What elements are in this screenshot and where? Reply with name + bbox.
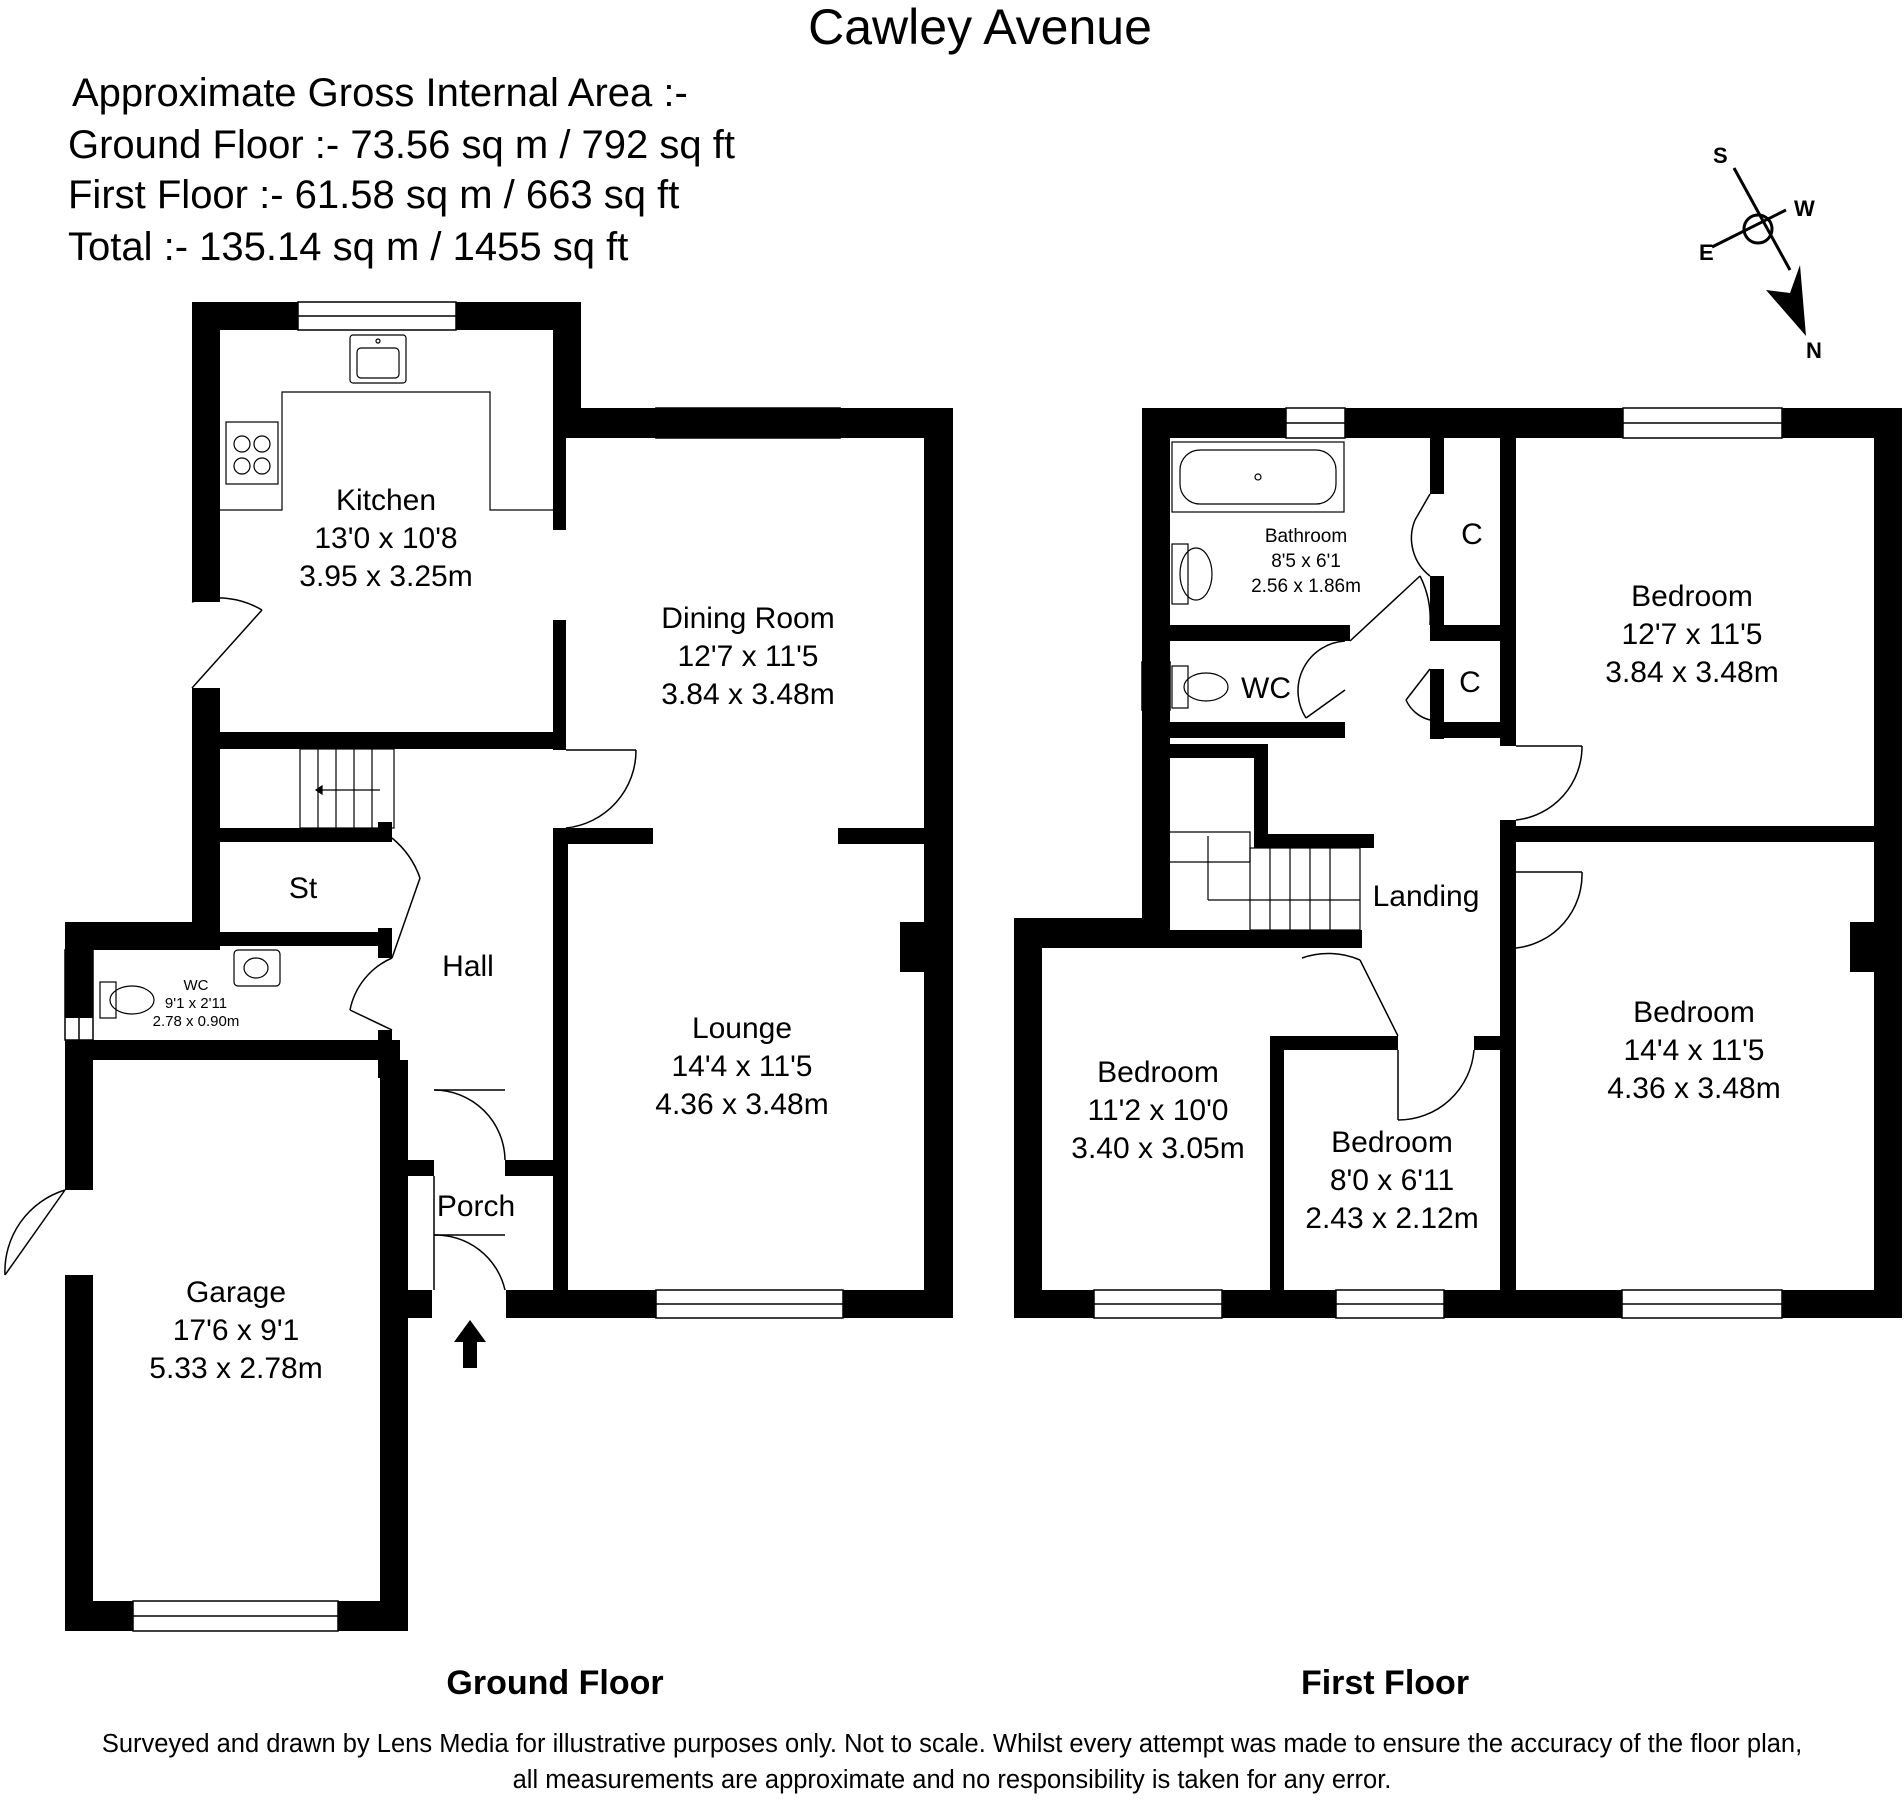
first-wc-label: WC bbox=[1241, 672, 1291, 705]
bedroom-left-label: Bedroom 11'2 x 10'0 3.40 x 3.05m bbox=[1071, 1056, 1244, 1165]
ground-floor-windows bbox=[64, 301, 844, 1632]
bedroom-top-right-label: Bedroom 12'7 x 11'5 3.84 x 3.48m bbox=[1605, 580, 1778, 689]
compass-s-label: S bbox=[1713, 143, 1728, 168]
ground-floor-caption: Ground Floor bbox=[446, 1664, 663, 1702]
area-first-floor: First Floor :- 61.58 sq m / 663 sq ft bbox=[68, 173, 679, 217]
area-heading: Approximate Gross Internal Area :- bbox=[72, 71, 688, 115]
dining-room-label: Dining Room 12'7 x 11'5 3.84 x 3.48m bbox=[661, 602, 834, 711]
landing-label: Landing bbox=[1373, 880, 1480, 913]
garage-dimensions-metric: 5.33 x 2.78m bbox=[149, 1352, 322, 1385]
ground-wc-dimensions-imperial: 9'1 x 2'11 bbox=[165, 995, 227, 1012]
bedroom-bottom-right-label: Bedroom 14'4 x 11'5 4.36 x 3.48m bbox=[1607, 996, 1780, 1105]
lounge-name: Lounge bbox=[692, 1012, 792, 1045]
bedroom-bottom-right-dimensions-imperial: 14'4 x 11'5 bbox=[1623, 1034, 1764, 1067]
toilet-icon bbox=[1171, 665, 1229, 709]
first-floor-plan: Bathroom 8'5 x 6'1 2.56 x 1.86m C C WC L… bbox=[1014, 407, 1902, 1319]
first-floor-windows bbox=[1093, 407, 1783, 1319]
first-floor-stairs bbox=[1170, 831, 1361, 931]
disclaimer-line-2: all measurements are approximate and no … bbox=[513, 1766, 1392, 1794]
bedroom-left-dimensions-imperial: 11'2 x 10'0 bbox=[1087, 1094, 1228, 1127]
dining-room-name: Dining Room bbox=[661, 602, 834, 635]
store-label: St bbox=[289, 872, 318, 905]
ground-wc-name: WC bbox=[184, 977, 209, 994]
ground-floor-stairs bbox=[299, 748, 395, 829]
garage-name: Garage bbox=[186, 1276, 286, 1309]
sink-icon bbox=[349, 334, 407, 384]
basin-icon bbox=[233, 949, 281, 987]
ground-floor-doors bbox=[4, 597, 637, 1291]
bedroom-top-right-dimensions-metric: 3.84 x 3.48m bbox=[1605, 656, 1778, 689]
ground-floor-plan: Kitchen 13'0 x 10'8 3.95 x 3.25m Dining … bbox=[4, 301, 953, 1632]
bathroom-name: Bathroom bbox=[1265, 526, 1347, 547]
bedroom-small-dimensions-metric: 2.43 x 2.12m bbox=[1305, 1202, 1478, 1235]
kitchen-label: Kitchen 13'0 x 10'8 3.95 x 3.25m bbox=[299, 484, 472, 593]
plan-title: Cawley Avenue bbox=[808, 0, 1152, 55]
bedroom-bottom-right-dimensions-metric: 4.36 x 3.48m bbox=[1607, 1072, 1780, 1105]
lounge-dimensions-metric: 4.36 x 3.48m bbox=[655, 1088, 828, 1121]
bedroom-top-right-dimensions-imperial: 12'7 x 11'5 bbox=[1621, 618, 1762, 651]
ground-wc-label: WC 9'1 x 2'11 2.78 x 0.90m bbox=[153, 977, 240, 1030]
bedroom-small-name: Bedroom bbox=[1331, 1126, 1453, 1159]
bedroom-left-dimensions-metric: 3.40 x 3.05m bbox=[1071, 1132, 1244, 1165]
toilet-icon bbox=[99, 981, 155, 1019]
kitchen-dimensions-metric: 3.95 x 3.25m bbox=[299, 560, 472, 593]
kitchen-dimensions-imperial: 13'0 x 10'8 bbox=[314, 522, 457, 555]
hall-label: Hall bbox=[442, 950, 494, 983]
garage-dimensions-imperial: 17'6 x 9'1 bbox=[173, 1314, 300, 1347]
first-floor-doors bbox=[1297, 493, 1583, 1121]
first-floor-walls bbox=[1014, 408, 1902, 1318]
ground-wc-dimensions-metric: 2.78 x 0.90m bbox=[153, 1013, 240, 1030]
garage-label: Garage 17'6 x 9'1 5.33 x 2.78m bbox=[149, 1276, 322, 1385]
kitchen-name: Kitchen bbox=[336, 484, 436, 517]
bathroom-dimensions-metric: 2.56 x 1.86m bbox=[1251, 576, 1361, 597]
lounge-dimensions-imperial: 14'4 x 11'5 bbox=[671, 1050, 812, 1083]
compass-e-label: E bbox=[1699, 240, 1714, 265]
bathroom-label: Bathroom 8'5 x 6'1 2.56 x 1.86m bbox=[1251, 526, 1361, 597]
bedroom-small-label: Bedroom 8'0 x 6'11 2.43 x 2.12m bbox=[1305, 1126, 1478, 1235]
cupboard-lower-label: C bbox=[1459, 666, 1481, 699]
compass-rose-icon: S W E N bbox=[1699, 143, 1822, 363]
bathtub-icon bbox=[1171, 441, 1345, 513]
dining-room-dimensions-metric: 3.84 x 3.48m bbox=[661, 678, 834, 711]
bathroom-fittings bbox=[1171, 441, 1345, 709]
entrance-arrow-icon bbox=[454, 1320, 486, 1368]
area-ground-floor: Ground Floor :- 73.56 sq m / 792 sq ft bbox=[68, 123, 735, 167]
basin-icon bbox=[1171, 543, 1213, 605]
bedroom-top-right-name: Bedroom bbox=[1631, 580, 1753, 613]
bathroom-dimensions-imperial: 8'5 x 6'1 bbox=[1271, 551, 1341, 572]
ground-wc-fittings bbox=[99, 949, 281, 1019]
hob-icon bbox=[225, 421, 279, 485]
bedroom-bottom-right-name: Bedroom bbox=[1633, 996, 1755, 1029]
dining-room-dimensions-imperial: 12'7 x 11'5 bbox=[677, 640, 818, 673]
lounge-label: Lounge 14'4 x 11'5 4.36 x 3.48m bbox=[655, 1012, 828, 1121]
compass-n-label: N bbox=[1806, 338, 1822, 363]
bedroom-small-dimensions-imperial: 8'0 x 6'11 bbox=[1330, 1164, 1454, 1197]
porch-label: Porch bbox=[437, 1190, 515, 1223]
ground-floor-walls bbox=[65, 302, 953, 1631]
kitchen-fittings bbox=[220, 334, 553, 511]
first-floor-caption: First Floor bbox=[1301, 1664, 1469, 1702]
cupboard-upper-label: C bbox=[1461, 518, 1483, 551]
disclaimer-line-1: Surveyed and drawn by Lens Media for ill… bbox=[102, 1730, 1802, 1758]
area-total: Total :- 135.14 sq m / 1455 sq ft bbox=[68, 225, 628, 269]
bedroom-left-name: Bedroom bbox=[1097, 1056, 1219, 1089]
compass-w-label: W bbox=[1794, 196, 1815, 221]
